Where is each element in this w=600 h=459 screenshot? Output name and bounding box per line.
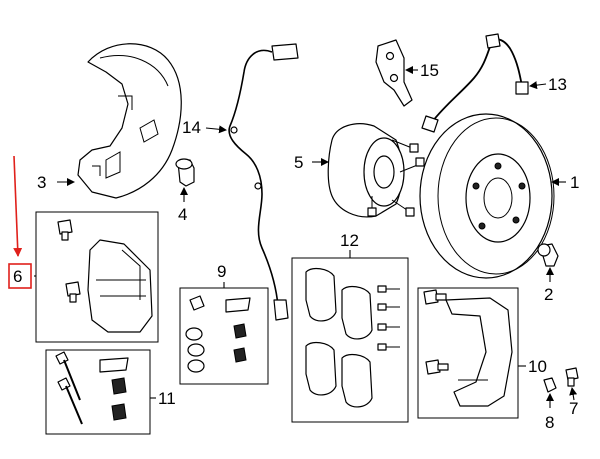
callout-3: 3 [37, 173, 46, 192]
callout-2: 2 [544, 285, 553, 304]
leader-14 [205, 125, 227, 134]
hub-bearing-part [327, 123, 425, 218]
brake-pads-part [305, 267, 400, 408]
callout-13: 13 [548, 75, 567, 94]
brake-rotor-part [419, 113, 555, 279]
highlight-arrow [13, 155, 23, 257]
callout-14: 14 [182, 118, 201, 137]
caliper-bracket-part [423, 289, 513, 407]
callout-8: 8 [545, 413, 554, 432]
callout-9: 9 [217, 262, 226, 281]
rotor-screw-part [537, 243, 559, 267]
guide-pin-kit-box [45, 349, 151, 435]
dust-shield-part [77, 43, 182, 199]
speed-sensor-part [228, 43, 299, 321]
hose-bracket-part [375, 39, 413, 107]
leader-7 [569, 387, 578, 401]
caliper-bracket-box [417, 287, 519, 419]
callout-6: 6 [13, 267, 22, 286]
shield-bolt-part [175, 158, 195, 187]
guide-pin-kit-parts [55, 351, 129, 425]
callout-1: 1 [570, 173, 579, 192]
callout-6-highlight-box [8, 263, 32, 289]
callout-4: 4 [178, 205, 187, 224]
bleeder-cap-part [543, 377, 557, 393]
hardware-kit-9-parts [185, 295, 251, 373]
leader-13 [529, 81, 547, 90]
brake-hose-part [421, 33, 529, 133]
callout-15: 15 [420, 61, 439, 80]
callout-11: 11 [158, 389, 176, 408]
bleeder-screw-part [565, 367, 579, 387]
callout-10: 10 [528, 357, 547, 376]
caliper-part [57, 219, 153, 333]
callout-5: 5 [294, 153, 303, 172]
callout-7: 7 [569, 399, 578, 418]
callout-12: 12 [340, 231, 359, 250]
caliper-box [35, 211, 159, 343]
